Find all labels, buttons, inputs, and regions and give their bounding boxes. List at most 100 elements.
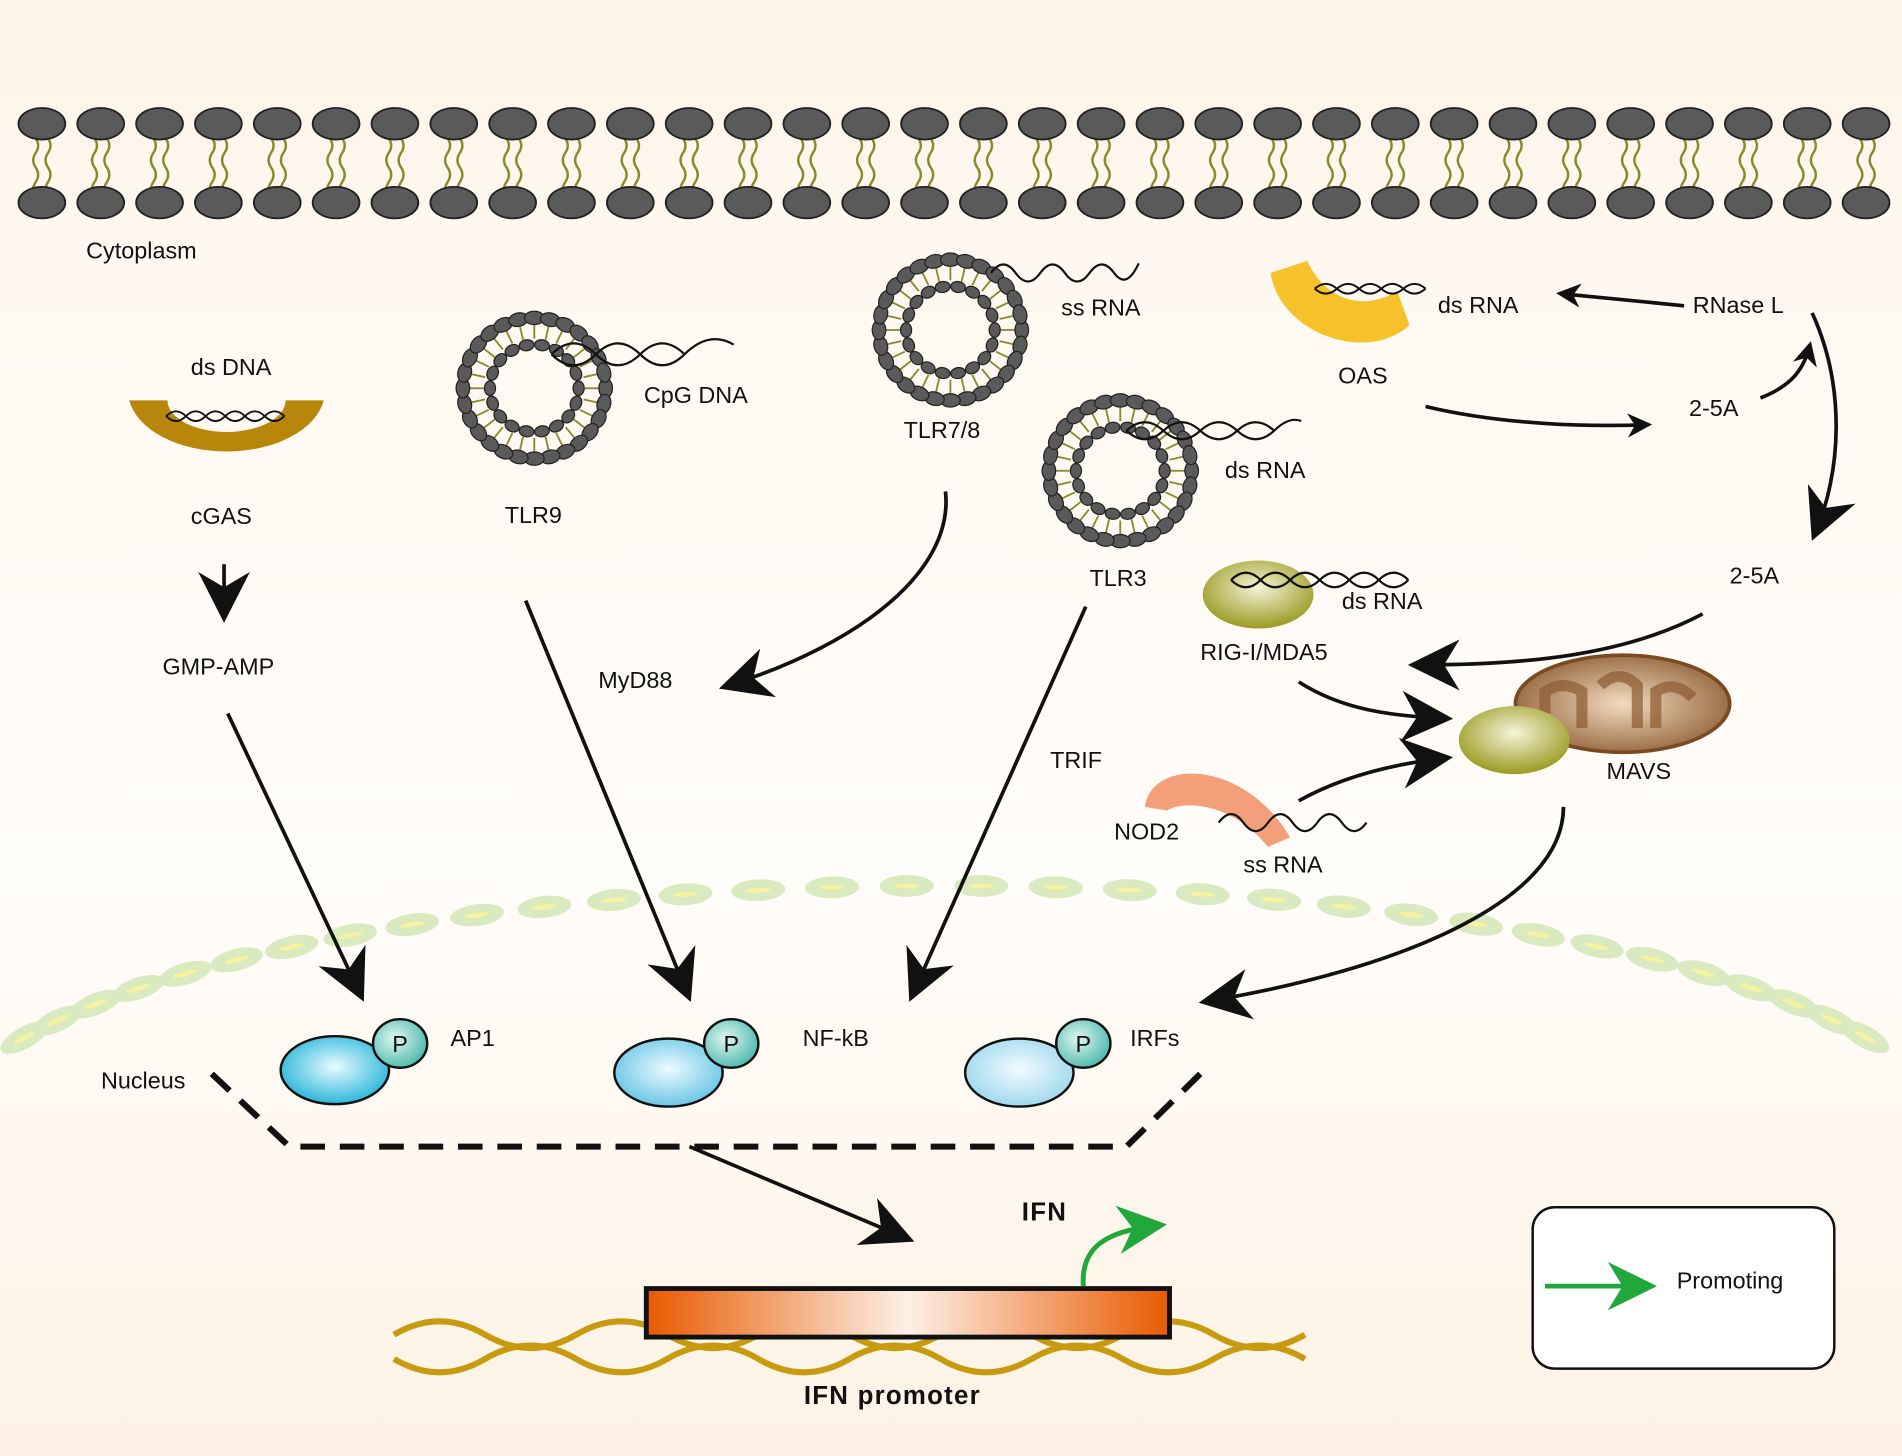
ifn-promoting-arrow — [1080, 1205, 1167, 1287]
phospholipid — [841, 107, 891, 220]
arrow-rnasel-dsrna — [1556, 283, 1685, 308]
arrow-2-5a-rnasel — [1759, 341, 1817, 400]
label-mavs: MAVS — [1607, 758, 1672, 784]
phospholipid — [1135, 107, 1185, 220]
ds-dna-strand — [165, 410, 286, 422]
label-oas: OAS — [1338, 363, 1387, 389]
nucleus-boundary-dashed — [209, 1071, 1203, 1150]
nuclear-pore-segment — [1028, 876, 1083, 899]
nuclear-pore-segment — [1247, 888, 1302, 911]
phospholipid — [900, 107, 949, 220]
phospholipid — [194, 107, 243, 220]
tlr9-vesicle — [455, 310, 614, 466]
label-ifn: IFN — [1022, 1199, 1067, 1227]
label-nod2: NOD2 — [1114, 819, 1179, 845]
nuclear-pore-segment — [1570, 934, 1624, 959]
label-irfs: IRFs — [1130, 1025, 1179, 1051]
label-cytoplasm: Cytoplasm — [86, 238, 196, 264]
nuclear-pore-segment — [587, 888, 642, 912]
phospholipid — [547, 107, 596, 220]
label-ifn-promoter: IFN promoter — [804, 1382, 981, 1410]
mitochondrion-cristae — [1539, 671, 1697, 728]
nuclear-pore-segment — [805, 876, 860, 899]
phospholipid — [370, 107, 420, 220]
arrow-tlr9-nfkb — [523, 599, 696, 1002]
phospholipid — [252, 107, 302, 220]
nuclear-pore-segment — [265, 934, 319, 960]
label-ds-rna-rig: ds RNA — [1342, 588, 1423, 614]
ds-rna-rig-strand — [1230, 571, 1410, 589]
label-trif: TRIF — [1050, 747, 1102, 773]
label-cgas: cGAS — [191, 503, 252, 529]
nuclear-pore-segment — [385, 912, 439, 937]
phospholipid — [1488, 107, 1538, 220]
label-ss-rna: ss RNA — [1061, 295, 1141, 321]
nuclear-pore-segment — [1511, 922, 1565, 947]
nuclear-pore-segment — [210, 947, 263, 973]
label-gmp-amp: GMP-AMP — [163, 654, 275, 680]
phospho-label: P — [1076, 1031, 1092, 1057]
arrow-oas-2-5a — [1425, 404, 1653, 438]
nuclear-pore-segment — [1840, 1020, 1890, 1054]
phospho-label: P — [723, 1031, 739, 1057]
ifn-gene-bar — [643, 1286, 1172, 1340]
ss-rna-nod2-strand — [1217, 813, 1368, 833]
nuclear-pore-segment — [32, 1005, 83, 1036]
label-ss-rna-nod2: ss RNA — [1243, 852, 1323, 878]
nod2-shape — [1144, 773, 1291, 847]
label-tlr9: TLR9 — [505, 502, 562, 528]
phospholipid — [1312, 107, 1361, 220]
phospholipid — [1253, 107, 1302, 220]
phospholipid — [1429, 107, 1479, 220]
nuclear-pore-segment — [112, 974, 165, 1002]
nuclear-envelope — [0, 874, 1890, 1054]
label-tlr3: TLR3 — [1089, 565, 1146, 591]
phospholipid — [311, 107, 361, 220]
nuclear-pore-segment — [954, 874, 1009, 897]
phospholipid — [488, 107, 537, 220]
tlr-vesicles — [455, 252, 1200, 549]
labels: Cytoplasm ds DNA cGAS GMP-AMP CpG DNA TL… — [86, 238, 1784, 1410]
phospholipid — [1370, 107, 1420, 220]
label-ds-rna: ds RNA — [1225, 457, 1306, 483]
phospholipid — [1606, 107, 1655, 220]
arrow-gmpamp-ap1 — [226, 712, 366, 1002]
tlr3-vesicle — [1041, 393, 1200, 549]
cgas-shape — [129, 400, 324, 452]
label-nfkb: NF-kB — [803, 1025, 869, 1051]
label-cpg-dna: CpG DNA — [644, 382, 748, 408]
phospholipid — [76, 107, 126, 220]
arrow-tlr78-myd88 — [718, 491, 948, 698]
phospholipid — [605, 107, 655, 220]
label-nucleus: Nucleus — [101, 1068, 185, 1094]
phospholipid — [1194, 107, 1244, 220]
nuclear-pore-segment — [70, 989, 122, 1019]
arrow-nod2-mavs — [1297, 737, 1454, 803]
label-2-5a: 2-5A — [1689, 395, 1739, 421]
ds-rna-oas-strand — [1314, 282, 1427, 295]
nuclear-pore-segment — [1175, 883, 1230, 906]
label-rig-i-mda5: RIG-I/MDA5 — [1200, 639, 1327, 665]
tlr78-vesicle — [871, 252, 1030, 408]
nuclear-pore-segment — [1384, 903, 1439, 927]
label-tlr78: TLR7/8 — [904, 417, 981, 443]
phospholipid — [782, 107, 832, 220]
phospholipid — [1724, 107, 1773, 220]
label-myd88: MyD88 — [598, 667, 672, 693]
phospholipid — [135, 107, 184, 220]
pathway-arrows — [198, 283, 1856, 1245]
phospho-label: P — [392, 1031, 408, 1057]
nuclear-pore-segment — [1316, 895, 1371, 918]
cpg-dna-strand — [550, 338, 735, 367]
nuclear-pore-segment — [731, 879, 786, 902]
arrow-rig-mavs — [1297, 680, 1454, 742]
nuclear-pore-segment — [1677, 960, 1730, 987]
legend: Promoting — [1531, 1206, 1836, 1370]
ds-rna-tlr3-strand — [1125, 418, 1302, 441]
rig-i-shape — [1202, 560, 1314, 629]
nfkb-complex: P — [613, 1017, 760, 1108]
nuclear-pore-segment — [1625, 946, 1679, 972]
cell-membrane — [17, 107, 1891, 220]
